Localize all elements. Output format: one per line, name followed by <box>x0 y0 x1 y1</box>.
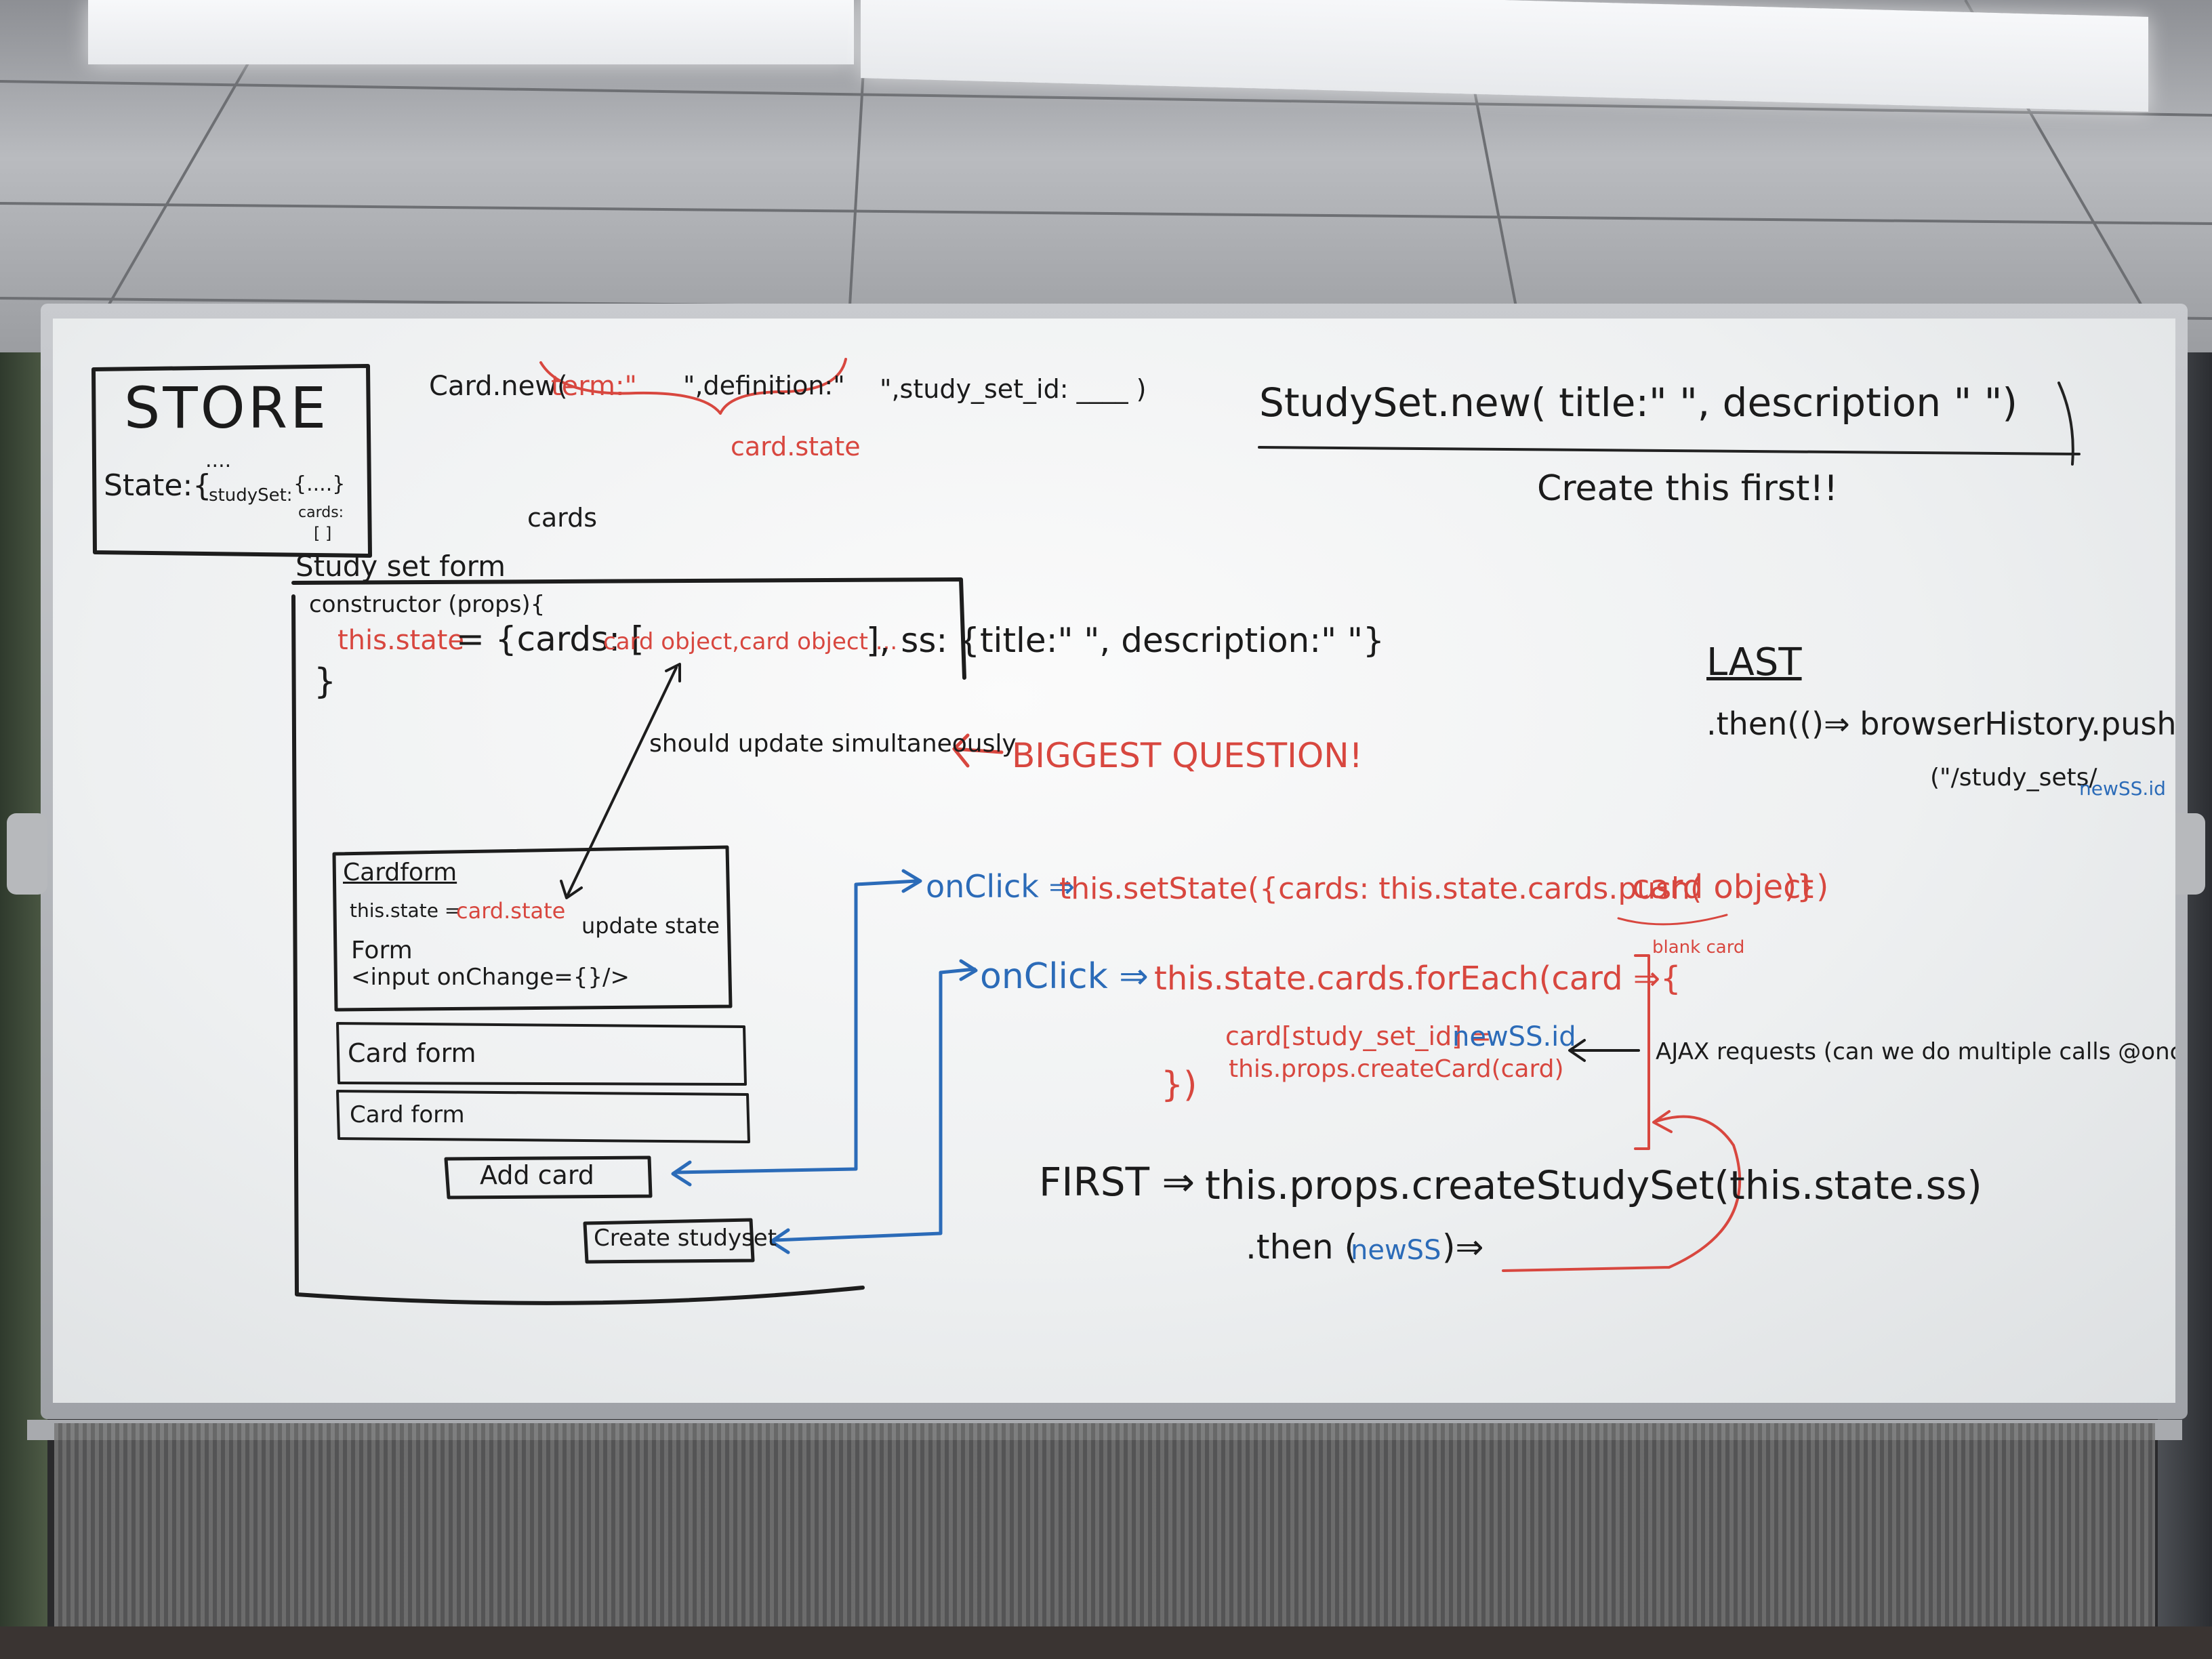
cards-label: cards <box>527 503 598 533</box>
foreach-line2-value: newSS.id <box>1452 1021 1576 1052</box>
first-label: FIRST ⇒ <box>1039 1159 1195 1205</box>
constructor-line: constructor (props){ <box>309 591 546 618</box>
store-state-dots: .... <box>205 449 232 472</box>
onclick-create-event: onClick ⇒ <box>980 956 1149 997</box>
card-form-row-2 <box>336 1022 747 1086</box>
card-object-underline <box>1617 914 1728 926</box>
floor <box>0 1626 2212 1659</box>
card-new-prefix: Card.new( <box>429 371 568 402</box>
card-form-update-note: update state <box>581 913 720 939</box>
form-state-eq: = {cards: [ <box>456 619 644 659</box>
last-line1: .then(()⇒ browserHistory.push <box>1706 705 2175 742</box>
card-form-title: Cardform <box>343 859 457 886</box>
store-state-label: State:{ <box>104 468 212 503</box>
card-form-row-3-label: Card form <box>350 1101 465 1128</box>
foreach-line3: this.props.createCard(card) <box>1229 1055 1564 1083</box>
add-card-connector <box>674 869 922 1174</box>
card-form-state-value: card.state <box>456 898 566 924</box>
store-cards-key: cards: <box>298 504 344 521</box>
create-studyset-button: Create studyset <box>594 1225 777 1252</box>
last-label: LAST <box>1706 640 1802 684</box>
first-then-prefix: .then ( <box>1246 1227 1358 1267</box>
studyset-bracket <box>2057 382 2074 466</box>
card-form-row-2-label: Card form <box>348 1038 476 1068</box>
first-then-value: newSS <box>1351 1235 1441 1266</box>
simultaneous-note: should update simultaneously <box>649 730 1017 758</box>
card-form-input: <input onChange={}/> <box>351 964 630 991</box>
card-state-note: card.state <box>731 432 861 462</box>
card-new-term: term:" <box>551 371 637 402</box>
add-card-button: Add card <box>480 1160 594 1190</box>
ceiling-light-left <box>88 0 854 64</box>
board-stand-mesh <box>54 1423 2155 1626</box>
ajax-note: AJAX requests (can we do multiple calls … <box>1656 1038 2175 1065</box>
card-form-row-3 <box>336 1090 750 1143</box>
last-line2-id: newSS.id <box>2079 777 2166 800</box>
first-then-suffix: )⇒ <box>1442 1227 1484 1267</box>
card-form-form-label: Form <box>351 937 413 964</box>
onclick-add-close: )}) <box>1784 868 1829 905</box>
studyset-underline <box>1258 446 2081 455</box>
study-set-form-title: Study set form <box>295 550 506 583</box>
card-form-box <box>332 845 733 1012</box>
then-curve <box>1502 1110 1742 1272</box>
store-box <box>91 364 372 558</box>
add-card-box <box>444 1155 653 1200</box>
store-studyset-key: studySet: <box>209 485 293 506</box>
store-studyset-value: {....} <box>293 472 346 496</box>
create-connector <box>773 959 978 1242</box>
onclick-create-code: this.state.cards.forEach(card ⇒{ <box>1154 960 1681 998</box>
studyset-new-call: StudySet.new( title:" ", description " "… <box>1259 380 2018 426</box>
study-set-form-box <box>291 577 966 1305</box>
state-sync-arrow <box>567 666 678 896</box>
onclick-add-code: this.setState({cards: this.state.cards.p… <box>1059 872 1702 906</box>
ajax-arrow <box>1568 1039 1640 1062</box>
blank-card-note: blank card <box>1652 937 1745 958</box>
last-line2-prefix: ("/study_sets/ <box>1930 764 2097 792</box>
form-close-brace: } <box>314 661 337 702</box>
board-bracket-left <box>7 813 47 895</box>
form-state-rest: ], ss: {title:" ", description:" "} <box>866 621 1385 660</box>
onclick-add-event: onClick ⇒ <box>926 868 1076 905</box>
biggest-question: BIGGEST QUESTION! <box>1012 736 1363 775</box>
card-form-state-prefix: this.state = <box>350 899 461 922</box>
store-title: STORE <box>124 375 329 441</box>
foreach-bracket <box>1634 954 1650 1150</box>
ceiling <box>0 0 2212 352</box>
ink-strokes <box>91 358 2081 1305</box>
whiteboard: STORE State:{ .... studySet: {....} card… <box>53 319 2175 1403</box>
room-wall-left <box>0 352 47 1659</box>
studyset-new-note: Create this first!! <box>1537 468 1839 509</box>
card-state-bracket <box>539 358 847 415</box>
card-new-study-set-id: ",study_set_id: ____ ) <box>880 374 1147 404</box>
form-state-prefix: this.state <box>337 625 465 656</box>
biggest-question-arrow <box>952 733 1004 768</box>
onclick-add-card-object: card object <box>1632 868 1814 906</box>
foreach-line2-prefix: card[study_set_id] = <box>1225 1021 1492 1051</box>
first-code: this.props.createStudySet(this.state.ss) <box>1205 1162 1982 1208</box>
create-studyset-box <box>583 1218 755 1264</box>
foreach-close: }) <box>1161 1065 1197 1105</box>
store-cards-value: [ ] <box>314 524 332 543</box>
card-new-definition: ",definition:" <box>683 371 845 401</box>
form-state-cards: card object,card object ... <box>603 628 898 655</box>
